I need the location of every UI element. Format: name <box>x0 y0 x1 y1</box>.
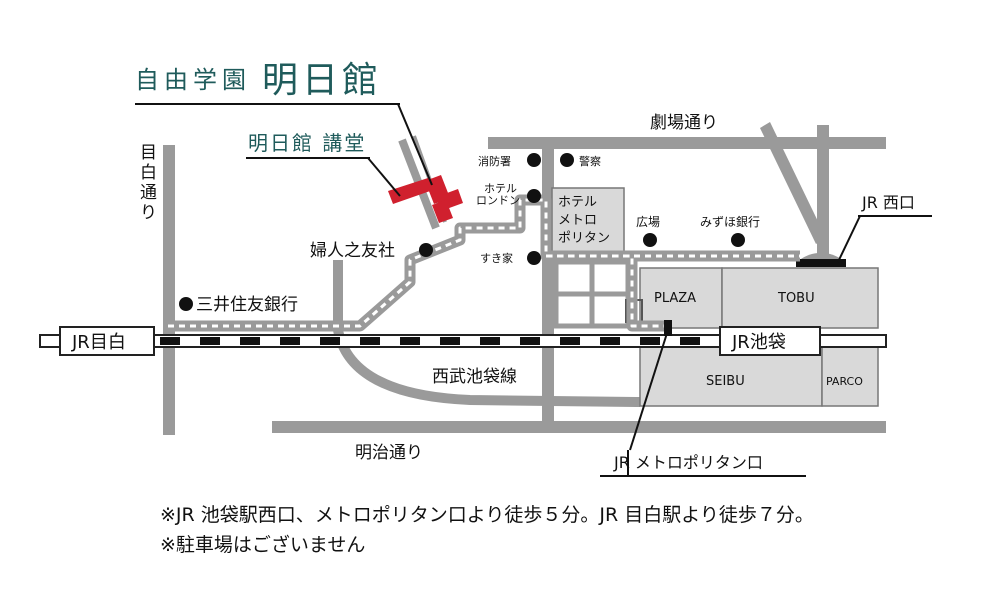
tobu-building-label: TOBU <box>777 291 815 306</box>
ikebukuro-station-text: JR池袋 <box>731 332 786 353</box>
landmark-police: 警察 <box>560 153 601 168</box>
gekijo-dori-road <box>488 137 886 149</box>
auditorium-label: 明日館 講堂 <box>248 131 366 155</box>
auditorium-leader <box>367 157 401 197</box>
landmark-hotel-london: ホテル ロンドン <box>476 182 541 207</box>
hotel-metro-line2: メトロ <box>558 213 597 228</box>
police-label: 警察 <box>579 154 601 168</box>
fire-label: 消防署 <box>478 154 511 168</box>
note-parking: ※駐車場はございません <box>160 534 366 556</box>
smbc-label: 三井住友銀行 <box>196 295 298 315</box>
fujin-label: 婦人之友社 <box>310 241 395 261</box>
west-exit-gate <box>796 259 846 267</box>
meiji-dori-road <box>272 421 886 433</box>
header-title: 自由学園 明日館 明日館 講堂 <box>135 60 433 197</box>
metropolitan-exit-text: JR メトロポリタン口 <box>613 453 763 472</box>
jr-yamanote-line <box>39 334 887 348</box>
sukiya-label: すき家 <box>480 251 513 265</box>
seibu-line-label: 西武池袋線 <box>432 367 517 387</box>
plaza-mark-label: 広場 <box>636 215 660 229</box>
landmark-mizuho: みずほ銀行 <box>700 215 760 247</box>
central-vertical-road <box>542 137 554 427</box>
mejiro-dori-road <box>163 145 175 435</box>
myonichikan-building <box>388 175 463 223</box>
gekijo-dori-label: 劇場通り <box>650 113 718 133</box>
mejiro-dori-label: 目白通り <box>140 143 159 223</box>
walking-route <box>168 194 800 332</box>
landmark-hotel-metropolitan: ホテル メトロ ポリタン <box>558 195 610 246</box>
mejiro-station-text: JR目白 <box>71 332 126 353</box>
landmark-smbc: 三井住友銀行 <box>179 295 298 315</box>
small-block-grid <box>553 259 631 329</box>
landmark-plaza: 広場 <box>636 215 660 247</box>
metropolitan-exit-callout: JR メトロポリタン口 <box>600 320 806 477</box>
mejiro-station-label: JR目白 <box>59 326 155 356</box>
building-name: 明日館 <box>262 60 382 101</box>
west-exit-text: JR 西口 <box>861 193 915 212</box>
diagonal-road <box>760 122 826 244</box>
meiji-dori-label: 明治通り <box>355 443 423 463</box>
hotel-metropolitan-building <box>551 187 625 253</box>
ikebukuro-station-label: JR池袋 <box>719 326 821 356</box>
parco-building <box>821 343 879 407</box>
note-walking-time: ※JR 池袋駅西口、メトロポリタン口より徒歩５分。JR 目白駅より徒歩７分。 <box>160 504 814 526</box>
access-notes: ※JR 池袋駅西口、メトロポリタン口より徒歩５分。JR 目白駅より徒歩７分。 ※… <box>160 500 814 560</box>
west-exit-callout: JR 西口 <box>837 193 932 263</box>
landmark-sukiya: すき家 <box>480 251 541 265</box>
landmark-fire-station: 消防署 <box>478 153 541 168</box>
hotel-metro-line3: ポリタン <box>558 231 610 246</box>
hotel-london-line2: ロンドン <box>476 194 520 207</box>
plaza-building-label: PLAZA <box>654 291 696 306</box>
school-name: 自由学園 <box>135 66 251 94</box>
hotel-london-line1: ホテル <box>484 182 517 195</box>
plaza-building <box>639 267 723 329</box>
landmark-fujin: 婦人之友社 <box>310 241 433 261</box>
title-leader <box>397 103 433 186</box>
hotel-metro-line1: ホテル <box>558 195 597 210</box>
seibu-building-label: SEIBU <box>706 374 745 389</box>
parco-building-label: PARCO <box>826 375 863 388</box>
mizuho-label: みずほ銀行 <box>700 215 760 229</box>
